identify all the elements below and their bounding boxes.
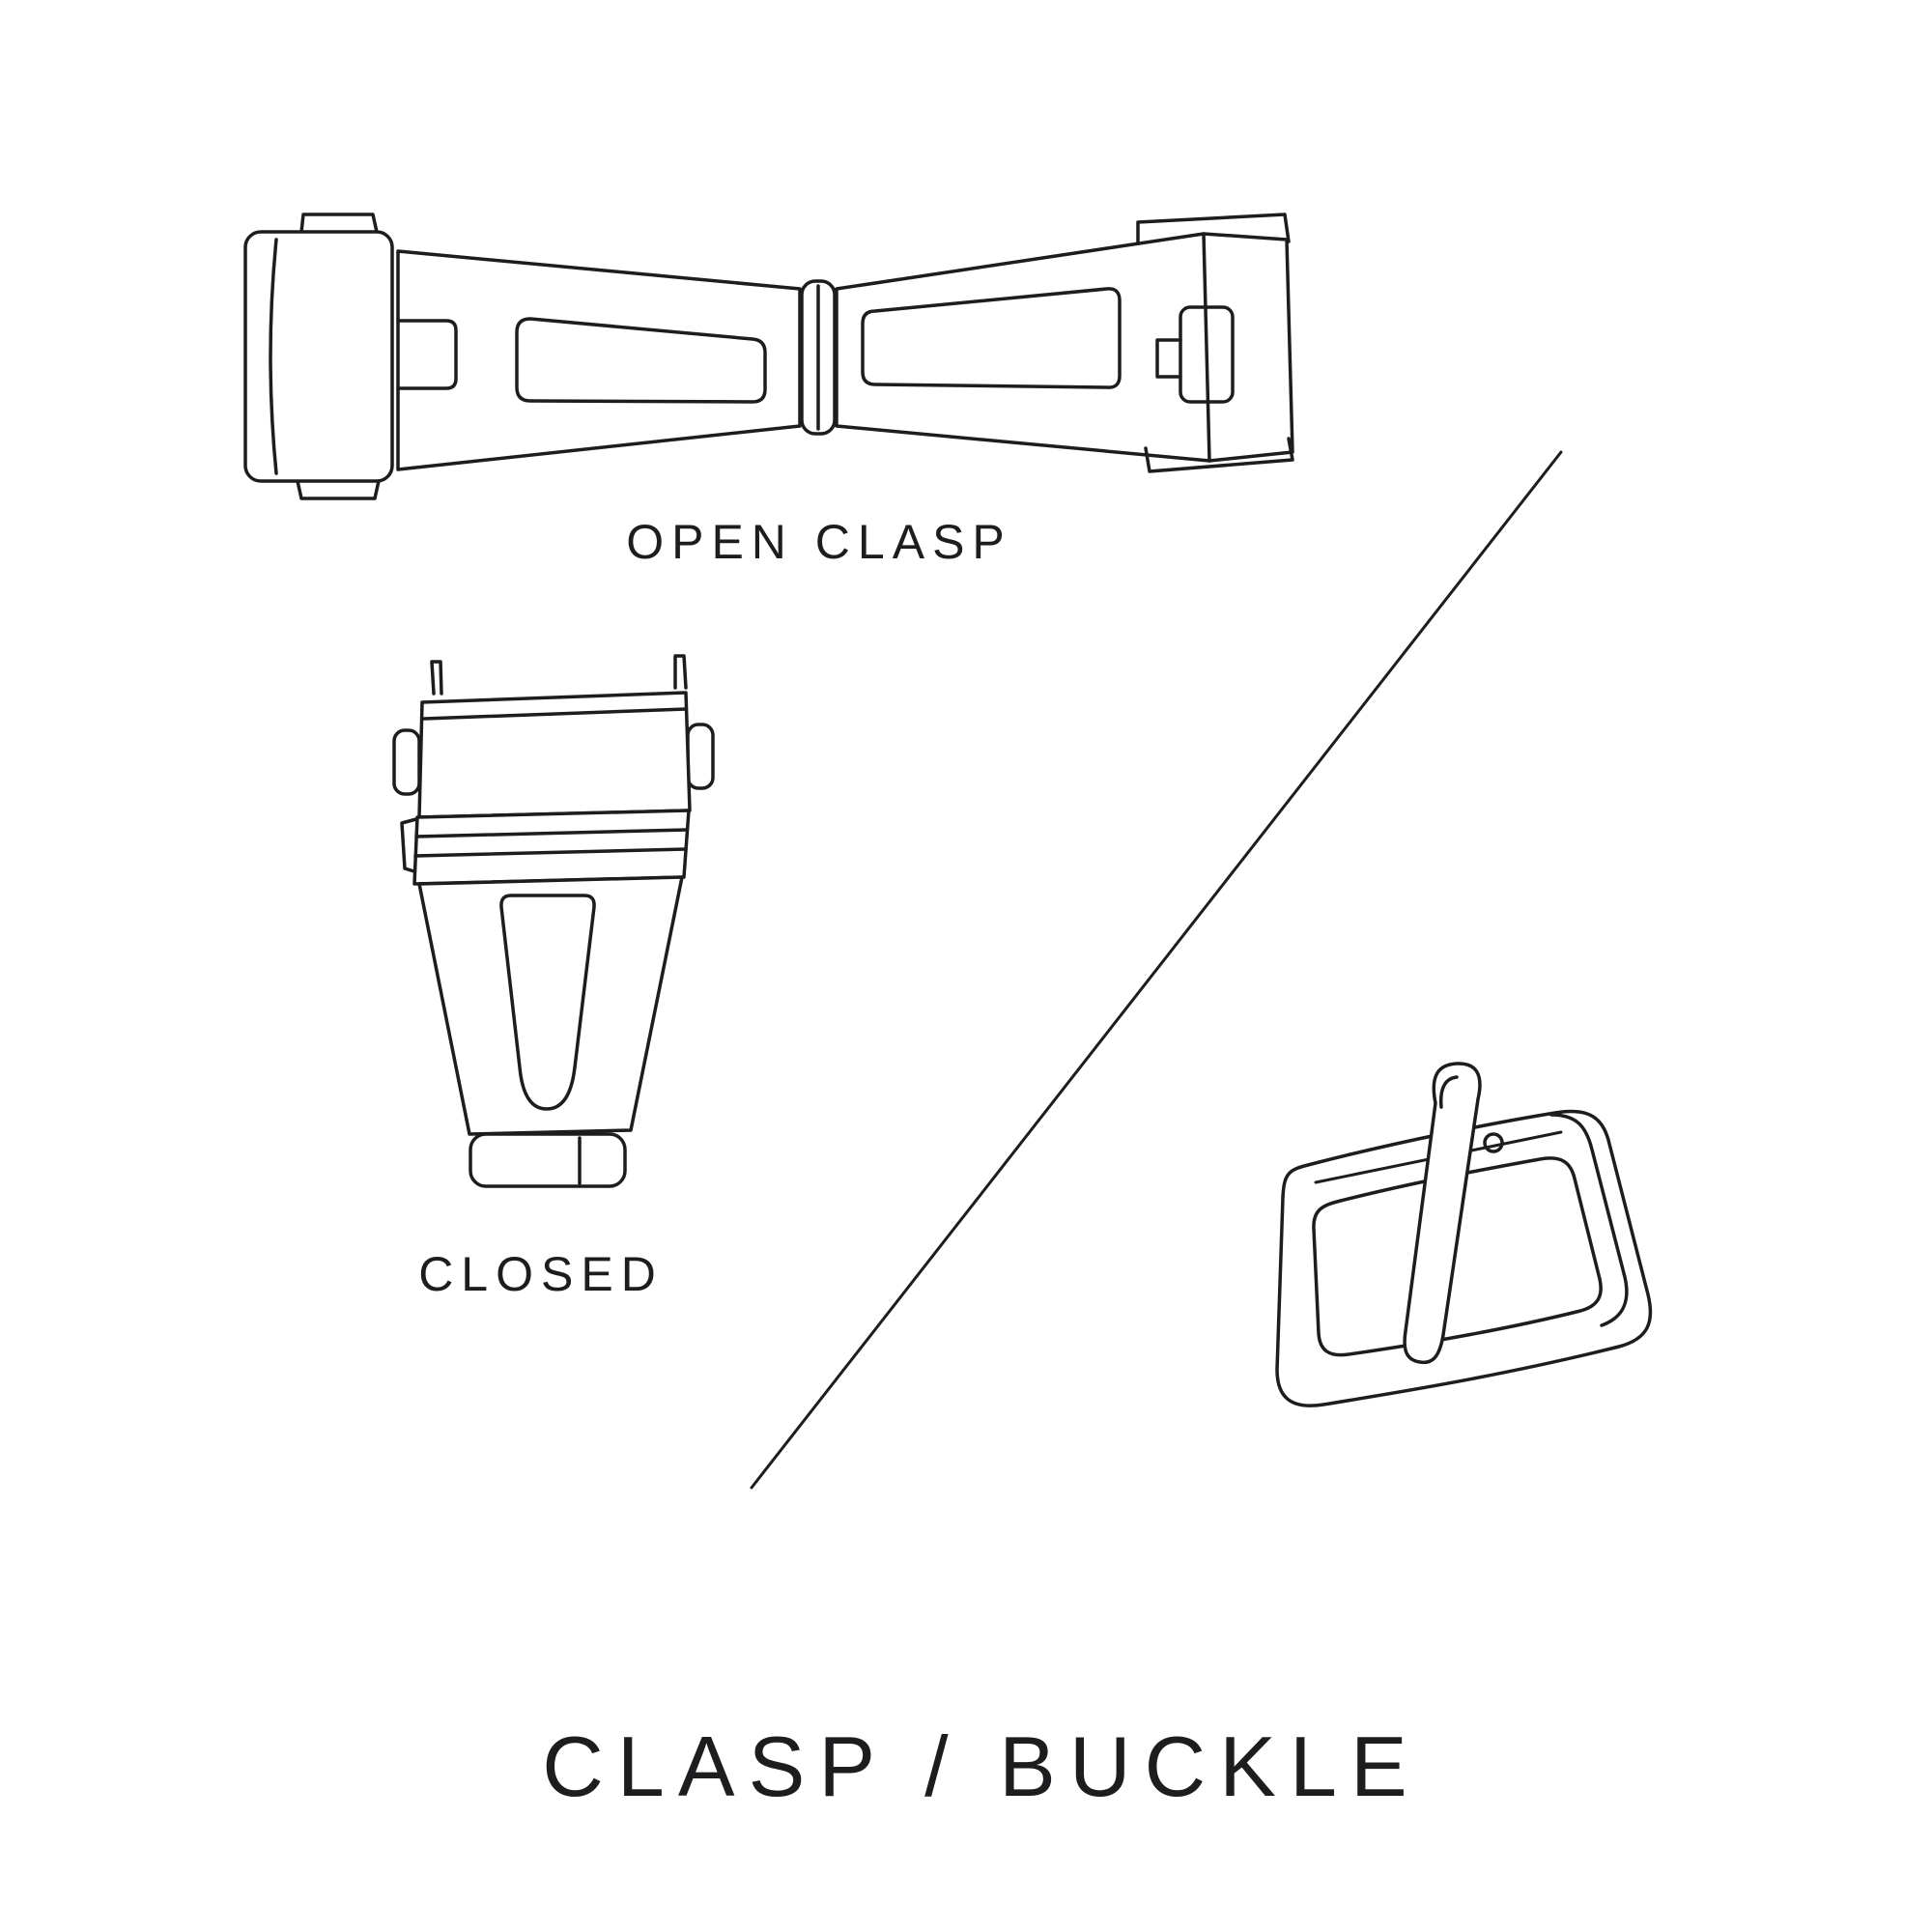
left-arm — [396, 249, 802, 471]
band-section — [412, 809, 691, 886]
left-prong — [430, 660, 443, 696]
tapered-body — [417, 875, 684, 1136]
diagonal-divider-line — [750, 450, 1563, 1490]
right-end-top-step — [1136, 213, 1291, 245]
buckle-frame-outer — [1275, 1109, 1653, 1407]
keeper-curve-line — [269, 238, 278, 475]
pin-buckle-illustration — [1275, 1062, 1653, 1407]
band-left-tab — [400, 817, 419, 874]
right-end-bottom-step — [1144, 437, 1294, 473]
keeper-bottom-tab — [296, 479, 381, 500]
right-arm-window — [861, 287, 1122, 389]
keeper-top-tab — [299, 213, 379, 234]
right-ear — [686, 723, 715, 790]
open-clasp-label: OPEN CLASP — [626, 515, 1012, 569]
band-line-2 — [413, 847, 688, 858]
left-arm-window — [515, 317, 767, 404]
right-end-plate — [1202, 232, 1294, 463]
open-clasp-illustration — [243, 213, 1294, 500]
closed-clasp-label: CLOSED — [418, 1247, 664, 1301]
buckle-right-bar-line — [1549, 1113, 1629, 1327]
left-arm-hook — [396, 319, 458, 390]
page-title: CLASP / BUCKLE — [542, 1719, 1421, 1814]
buckle-tongue-loop-line — [1438, 1075, 1459, 1109]
body-slot — [499, 894, 596, 1111]
buckle-pin-ring — [1483, 1132, 1504, 1153]
buckle-frame-inner — [1312, 1156, 1603, 1357]
band-line-1 — [414, 828, 689, 838]
right-arm-hook — [1179, 305, 1235, 404]
closed-clasp-illustration — [392, 654, 715, 1188]
cover-box-inner-line — [422, 707, 688, 721]
right-arm — [835, 232, 1211, 463]
buckle-tongue — [1403, 1062, 1482, 1365]
right-prong — [673, 654, 688, 690]
base-cap — [469, 1132, 627, 1188]
left-ear — [392, 728, 421, 796]
right-arm-hook-notch — [1155, 338, 1182, 379]
keeper-band — [243, 230, 394, 483]
